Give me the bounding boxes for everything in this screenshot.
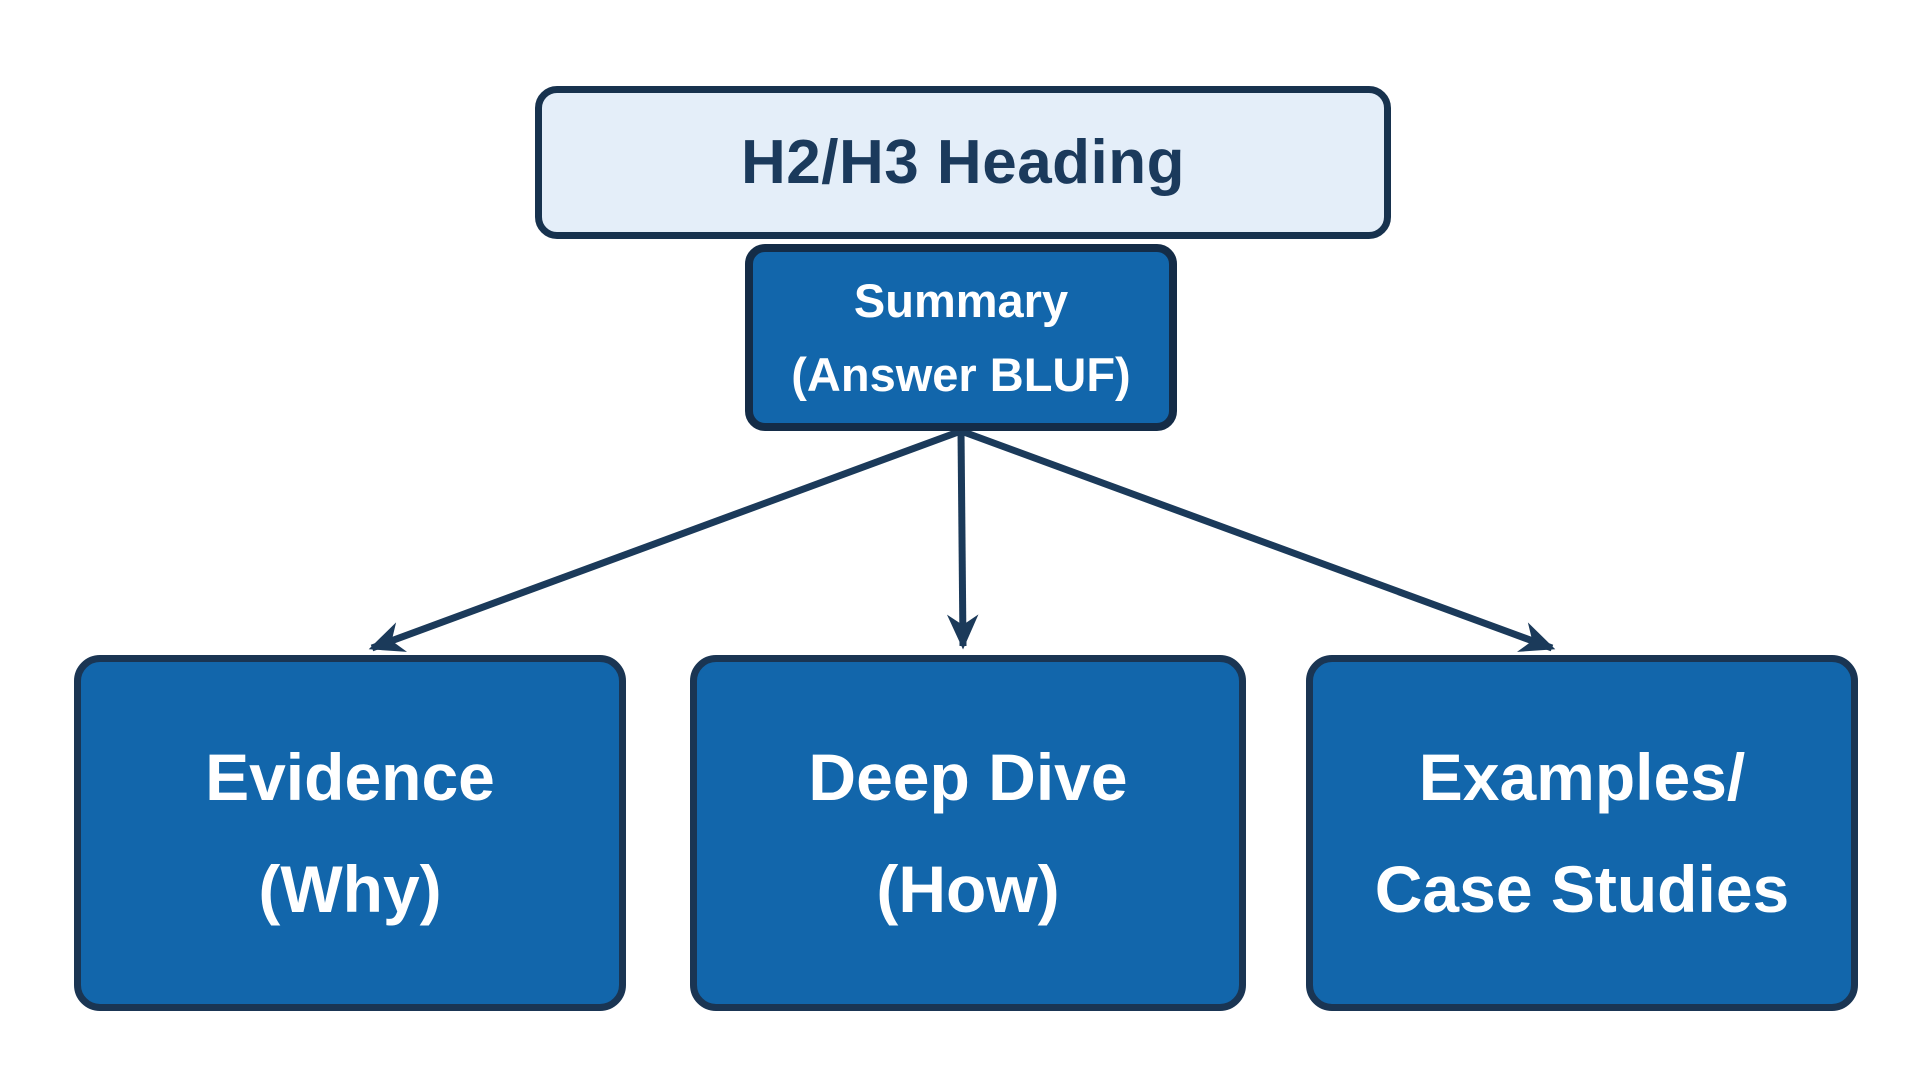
deep-dive-node: Deep Dive (How) <box>690 655 1246 1011</box>
summary-label-line1: Summary <box>853 273 1069 327</box>
examples-label-line2: Case Studies <box>1374 852 1790 926</box>
heading-node: H2/H3 Heading <box>535 86 1391 239</box>
examples-label-line1: Examples/ <box>1418 740 1746 814</box>
arrow-to-evidence <box>368 427 963 652</box>
deep-dive-label-line2: (How) <box>876 852 1060 926</box>
summary-node: Summary (Answer BLUF) <box>745 244 1177 431</box>
evidence-node: Evidence (Why) <box>74 655 626 1011</box>
evidence-label-line2: (Why) <box>258 852 442 926</box>
heading-label: H2/H3 Heading <box>740 128 1186 197</box>
deep-dive-label-line1: Deep Dive <box>808 740 1128 814</box>
summary-label-line2: (Answer BLUF) <box>791 347 1131 401</box>
examples-case-studies-node: Examples/ Case Studies <box>1306 655 1858 1011</box>
arrow-to-deep-dive <box>946 430 979 650</box>
arrow-to-examples <box>959 427 1556 652</box>
evidence-label-line1: Evidence <box>205 740 495 814</box>
